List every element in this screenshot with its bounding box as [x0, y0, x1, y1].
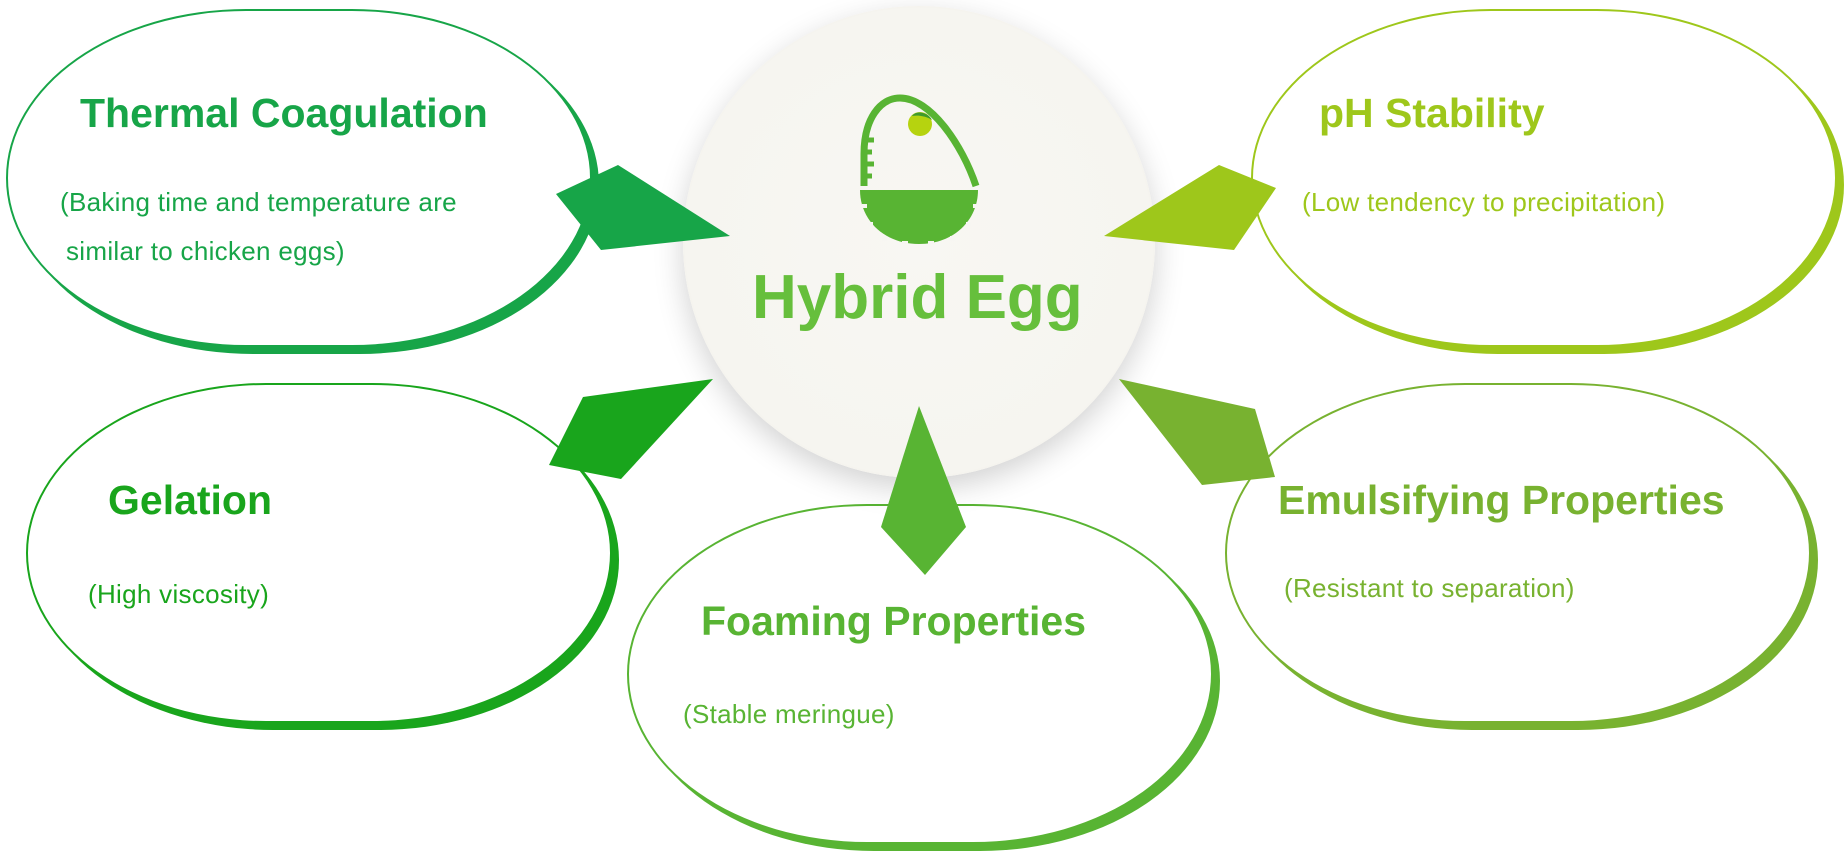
arrow-to-emulsifying-properties: [1119, 379, 1275, 485]
ph-stability-box: [1251, 9, 1837, 347]
egg-icon: [860, 94, 980, 244]
emulsifying-properties-subtitle: (Resistant to separation): [1284, 573, 1575, 603]
ph-stability-subtitle: (Low tendency to precipitation): [1302, 187, 1666, 217]
emulsifying-properties-title: Emulsifying Properties: [1278, 477, 1725, 523]
thermal-coagulation-title: Thermal Coagulation: [80, 90, 488, 136]
ph-stability-title: pH Stability: [1319, 90, 1545, 136]
gelation-subtitle: (High viscosity): [88, 579, 270, 609]
thermal-coagulation-subtitle-2: similar to chicken eggs): [66, 236, 345, 266]
foaming-properties-subtitle: (Stable meringue): [683, 699, 895, 729]
arrow-to-ph-stability: [1104, 165, 1276, 250]
arrow-to-foaming-properties: [881, 406, 966, 575]
gelation-title: Gelation: [108, 477, 273, 523]
thermal-coagulation-subtitle-1: (Baking time and temperature are: [60, 187, 457, 217]
emulsifying-properties-box: [1225, 383, 1811, 723]
hybrid-egg-title: Hybrid Egg: [752, 263, 1083, 332]
arrow-to-thermal-coagulation: [556, 165, 730, 250]
gelation-box: [26, 383, 612, 723]
foaming-properties-title: Foaming Properties: [701, 598, 1087, 644]
thermal-coagulation-box: [6, 9, 592, 347]
arrow-to-gelation: [549, 379, 713, 479]
